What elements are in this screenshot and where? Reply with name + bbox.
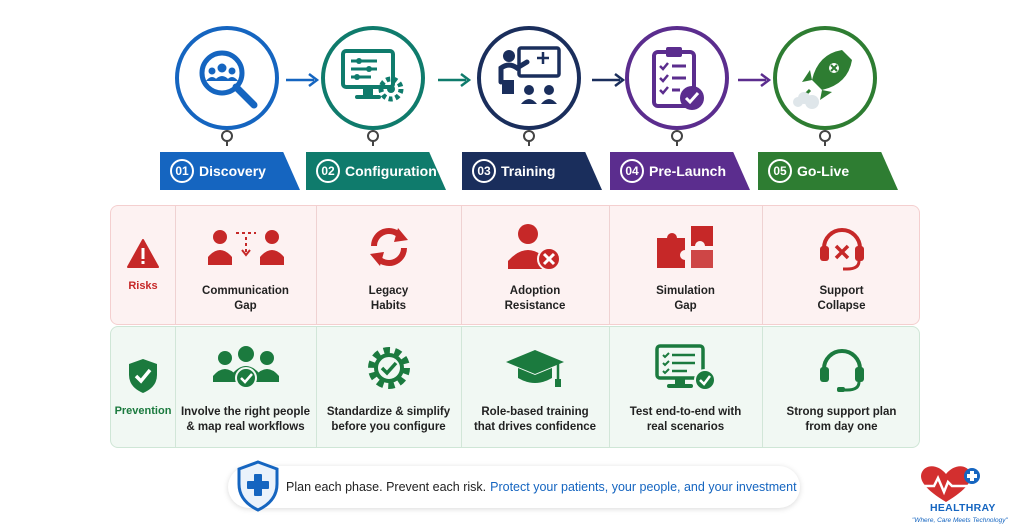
heart-pulse-icon bbox=[920, 466, 980, 502]
graduation-cap-icon bbox=[506, 350, 564, 387]
phase-circle bbox=[477, 26, 581, 130]
prevention-label: Prevention bbox=[114, 405, 172, 417]
phase-circle bbox=[175, 26, 279, 130]
phase-pre-launch: 04 Pre-Launch bbox=[610, 20, 750, 195]
shield-plus-icon bbox=[237, 460, 279, 512]
phase-label: Pre-Launch bbox=[649, 163, 727, 179]
risks-label: Risks bbox=[128, 280, 158, 292]
risks-header: Risks bbox=[111, 206, 175, 324]
phase-banner: 01 Discovery bbox=[160, 152, 300, 190]
phase-number: 01 bbox=[170, 159, 194, 183]
phase-banner: 03 Training bbox=[462, 152, 602, 190]
footer-accent-text: Protect your patients, your people, and … bbox=[490, 480, 797, 494]
headset-icon bbox=[819, 349, 864, 392]
phase-banner: 05 Go-Live bbox=[758, 152, 898, 190]
arrow-right-icon bbox=[738, 73, 772, 87]
phase-number: 05 bbox=[768, 159, 792, 183]
logo-brand: HEALTHRAY bbox=[930, 502, 996, 514]
phase-circle bbox=[773, 26, 877, 130]
phase-banner: 02 Configuration bbox=[306, 152, 446, 190]
footer-text: Plan each phase. Prevent each risk. bbox=[286, 480, 487, 494]
team-check-icon bbox=[212, 346, 279, 389]
phase-number: 03 bbox=[472, 159, 496, 183]
phase-configuration: 02 Configuration bbox=[306, 20, 446, 195]
checklist-clipboard-icon bbox=[652, 47, 704, 110]
refresh-cycle-icon bbox=[369, 228, 408, 266]
user-reject-icon bbox=[508, 224, 561, 271]
arrow-right-icon bbox=[592, 73, 626, 87]
phase-label: Training bbox=[501, 163, 556, 179]
phase-circle bbox=[321, 26, 425, 130]
phase-label: Discovery bbox=[199, 163, 266, 179]
rocket-icon bbox=[793, 50, 852, 109]
healthray-logo: HEALTHRAY "Where, Care Meets Technology" bbox=[912, 462, 1024, 528]
phase-discovery: 01 Discovery bbox=[160, 20, 300, 195]
arrow-right-icon bbox=[438, 73, 472, 87]
phase-number: 04 bbox=[620, 159, 644, 183]
gear-check-icon bbox=[367, 347, 410, 389]
monitor-settings-icon bbox=[341, 49, 404, 102]
phase-label: Go-Live bbox=[797, 163, 850, 179]
phase-training: 03 Training bbox=[462, 20, 602, 195]
prevention-header: Prevention bbox=[111, 327, 175, 447]
prevention-involve-people: Involve the right people& map real workf… bbox=[175, 327, 316, 447]
warning-icon bbox=[127, 239, 159, 268]
prevention-row: Prevention Involve the right people& map… bbox=[110, 326, 920, 448]
puzzle-pieces-icon bbox=[656, 226, 713, 268]
shield-check-icon bbox=[129, 359, 157, 393]
communication-gap-icon bbox=[207, 230, 284, 265]
arrow-right-icon bbox=[286, 73, 320, 87]
footer-banner: Plan each phase. Prevent each risk. Prot… bbox=[228, 466, 800, 508]
presenter-board-icon bbox=[498, 46, 561, 104]
phase-number: 02 bbox=[316, 159, 340, 183]
phase-circle bbox=[625, 26, 729, 130]
headset-error-icon bbox=[819, 228, 864, 271]
team-search-icon bbox=[199, 50, 258, 109]
logo-tagline: "Where, Care Meets Technology" bbox=[912, 517, 1008, 524]
monitor-checklist-icon bbox=[654, 344, 716, 391]
phase-label: Configuration bbox=[345, 163, 437, 179]
phase-go-live: 05 Go-Live bbox=[758, 20, 898, 195]
phase-banner: 04 Pre-Launch bbox=[610, 152, 750, 190]
